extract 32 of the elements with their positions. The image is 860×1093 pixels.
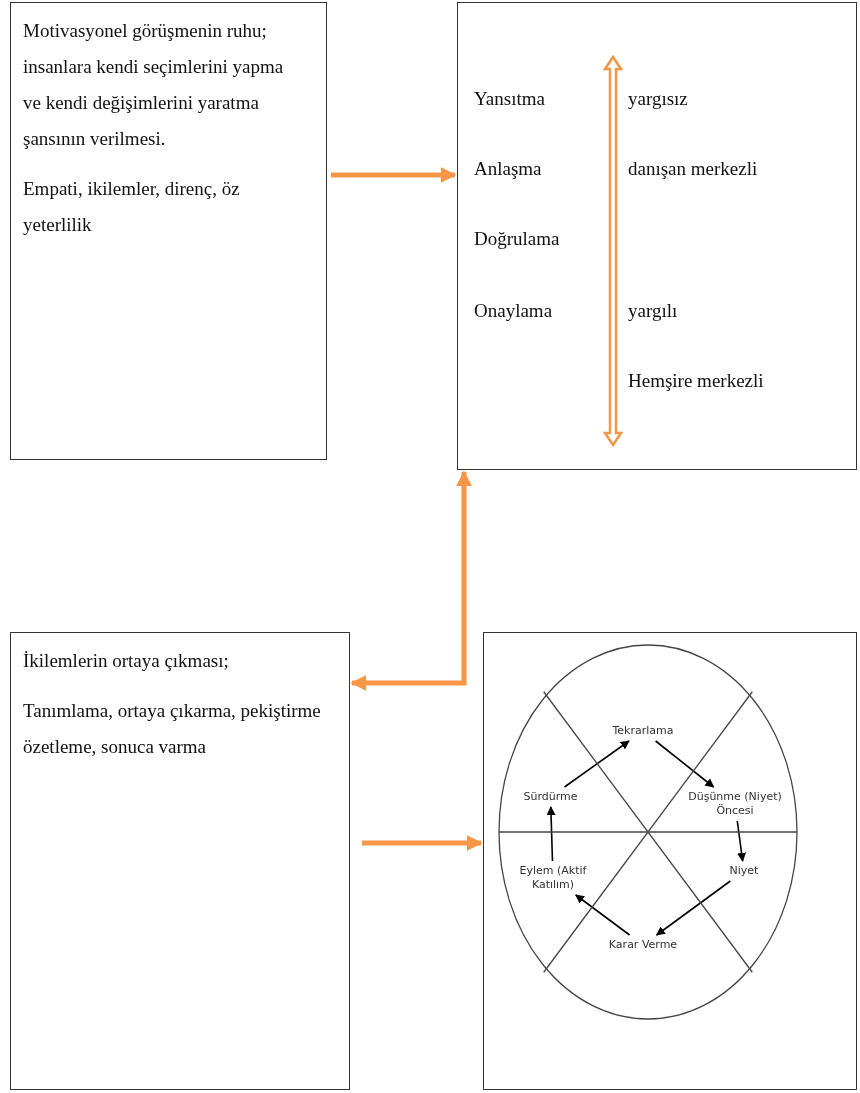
arrow: [546, 806, 556, 862]
scale-label: yargılı: [628, 299, 678, 323]
technique-label: Doğrulama: [474, 227, 560, 251]
description-text: Empati, ikilemler, direnç, öz yeterlilik: [23, 177, 241, 237]
text-box: [457, 2, 857, 470]
heading-text: İkilemlerin ortaya çıkması;: [23, 649, 230, 673]
arrow: [362, 835, 483, 851]
scale-label: Hemşire merkezli: [628, 369, 764, 393]
technique-label: Yansıtma: [474, 87, 545, 111]
stage-label: Eylem (Aktif Katılım): [508, 864, 598, 892]
technique-label: Onaylama: [474, 299, 553, 323]
stage-label: Sürdürme: [513, 790, 588, 804]
diagram-box: [483, 632, 857, 1090]
stage-label: Niyet: [726, 864, 762, 878]
cycle-circle: [498, 644, 798, 1020]
text-box: [10, 632, 350, 1090]
description-text: Motivasyonel görüşmenin ruhu; insanlara kendi seçimlerini yapma ve kendi değişimlerini yaratma şansının verilmesi.: [23, 19, 285, 151]
scale-label: yargısız: [628, 87, 688, 111]
stage-label: Karar Verme: [603, 938, 683, 952]
arrow: [654, 740, 715, 788]
technique-label: Anlaşma: [474, 157, 542, 181]
arrow: [350, 470, 472, 691]
stage-label: Tekrarlama: [603, 724, 683, 738]
arrow: [655, 880, 732, 936]
text-box: [10, 2, 327, 460]
description-text: Tanımlama, ortaya çıkarma, pekiştirme özetleme, sonuca varma: [23, 699, 322, 759]
scale-label: danışan merkezli: [628, 157, 758, 181]
arrow: [563, 740, 630, 788]
arrow: [736, 820, 747, 862]
arrow: [331, 167, 457, 183]
arrow: [575, 894, 631, 936]
stage-label: Düşünme (Niyet) Öncesi: [680, 790, 790, 818]
